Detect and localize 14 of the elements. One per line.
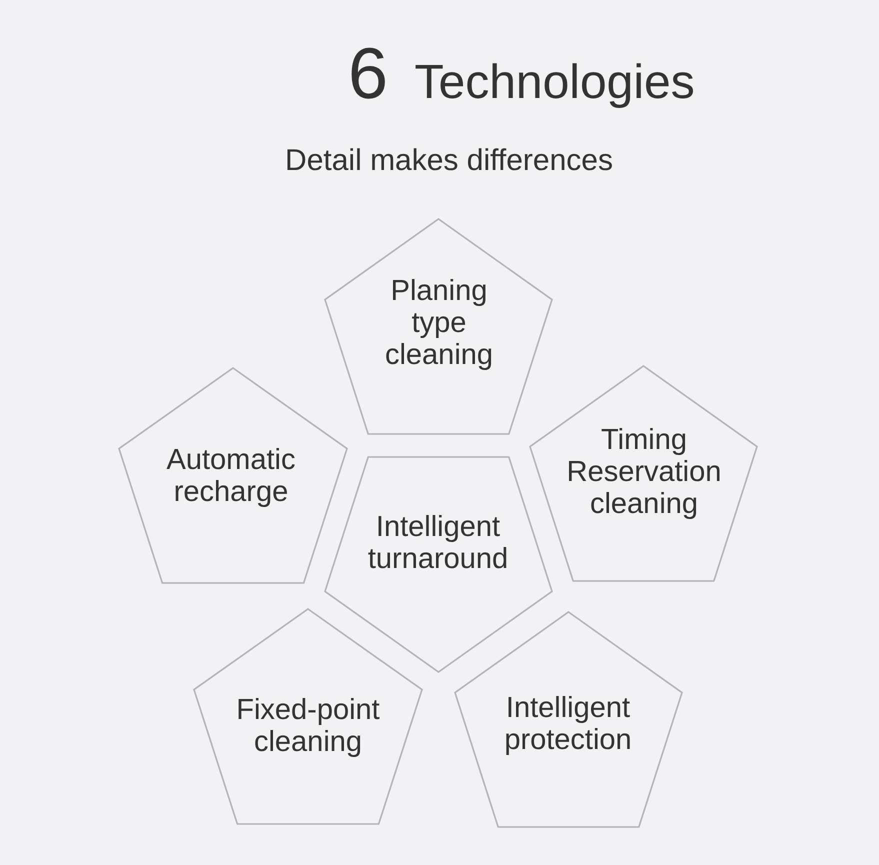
feature-label: Intelligent protection — [503, 692, 633, 756]
feature-label: Timing Reservation cleaning — [566, 424, 722, 520]
feature-label: Planing type cleaning — [384, 275, 494, 371]
pentagon-shape — [194, 609, 422, 824]
pentagon-shape — [325, 219, 552, 434]
pentagon-shape — [455, 612, 682, 827]
feature-label: Intelligent turnaround — [366, 511, 510, 575]
pentagon-shape — [119, 368, 347, 583]
feature-label: Automatic recharge — [166, 444, 296, 508]
subtitle: Detail makes differences — [284, 143, 614, 179]
pentagon-shape — [325, 457, 552, 672]
title: 6 Technologies — [348, 38, 695, 116]
pentagon-shape — [530, 366, 757, 581]
feature-label: Fixed-point cleaning — [235, 694, 381, 758]
